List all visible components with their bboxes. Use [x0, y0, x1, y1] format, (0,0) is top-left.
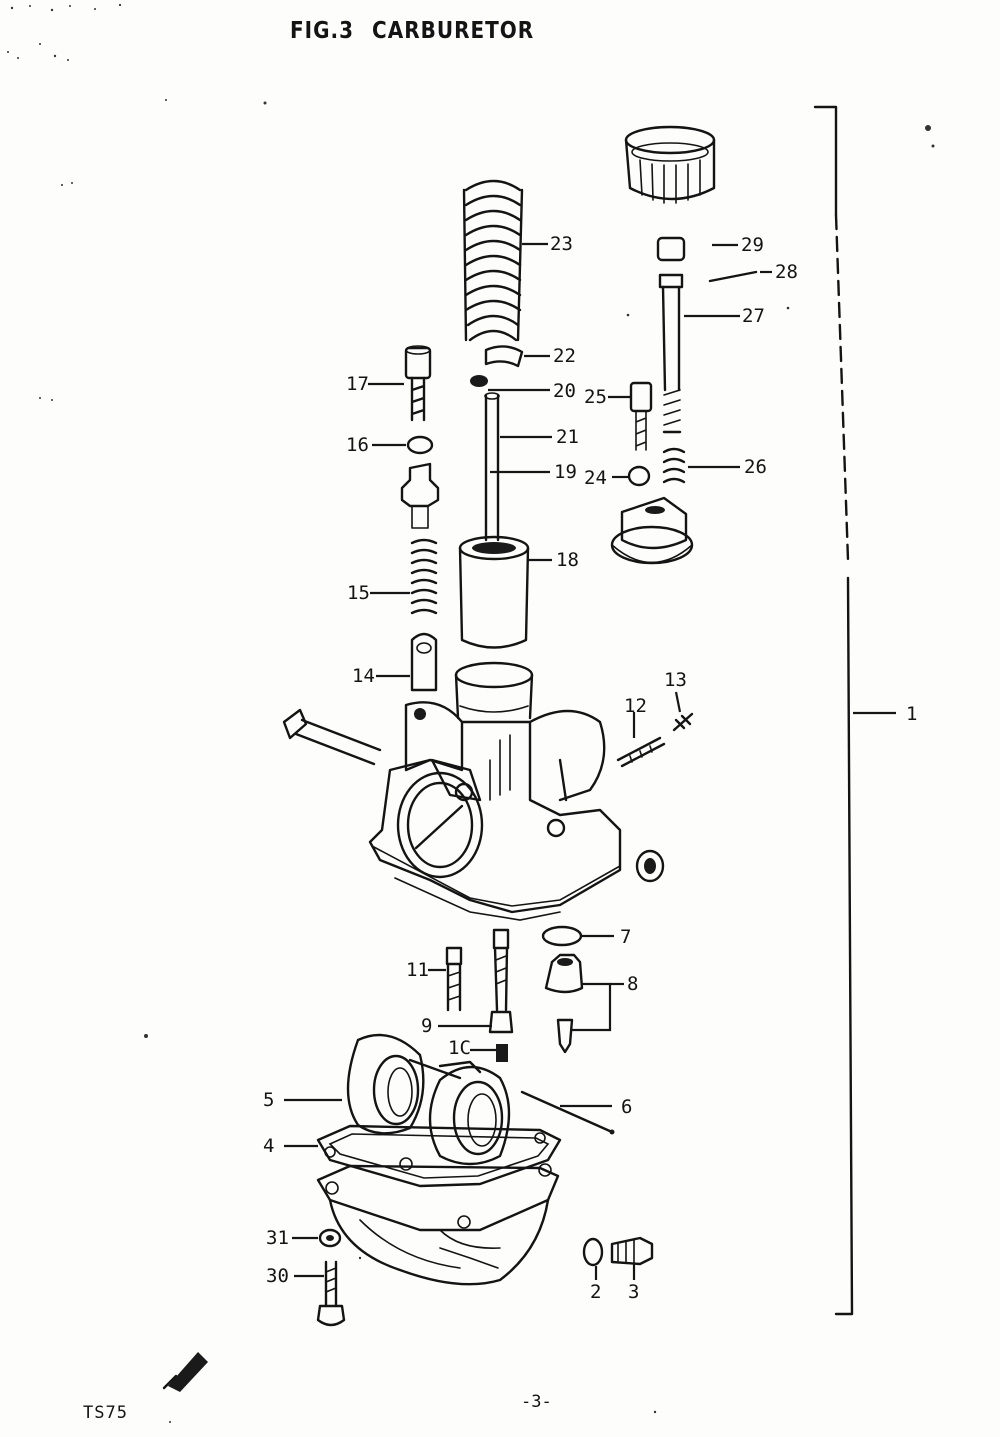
part-6-float-pin	[520, 1090, 615, 1135]
part-26-spring	[662, 447, 686, 484]
figure-title: FIG.3 CARBURETOR	[290, 16, 552, 44]
figure-number: FIG.3	[290, 16, 355, 44]
part-8-needle-valve-seat	[544, 953, 584, 1054]
part-15-starter-spring	[410, 538, 438, 615]
part-28-pin	[708, 270, 758, 283]
part-23-throttle-spring	[462, 179, 524, 342]
part-24-washer	[627, 465, 651, 487]
callout-19: 19	[554, 461, 577, 483]
page-number: -3-	[521, 1392, 552, 1412]
callout-3: 3	[628, 1281, 639, 1303]
part-14-starter-plunger	[410, 632, 438, 692]
callout-24: 24	[584, 467, 607, 489]
callout-21: 21	[556, 426, 579, 448]
part-2-gasket	[582, 1237, 604, 1267]
assembly-bracket	[813, 105, 896, 1316]
callout-18: 18	[556, 549, 579, 571]
callout-labels: 1 2 3 4 5 6 7 8 9 1C 11 12 13 14 15 16 1…	[263, 233, 917, 1303]
scan-speckle	[7, 3, 935, 1423]
callout-30: 30	[266, 1265, 289, 1287]
callout-12: 12	[624, 695, 647, 717]
callout-29: 29	[741, 234, 764, 256]
mixing-chamber-top	[610, 496, 694, 565]
callout-9: 9	[421, 1015, 432, 1037]
model-code: TS75	[83, 1403, 128, 1423]
callout-2: 2	[590, 1281, 601, 1303]
part-12-pilot-screw	[616, 736, 666, 768]
callout-28: 28	[775, 261, 798, 283]
part-31-washer	[318, 1228, 342, 1248]
part-17-cap-screw	[404, 345, 432, 422]
part-3-drain-plug	[610, 1236, 654, 1266]
callout-5: 5	[263, 1089, 274, 1111]
part-22-needle-clip	[484, 345, 524, 368]
part-27-cable-adjuster	[658, 273, 684, 434]
part-21-19-jet-needle	[484, 392, 500, 542]
callout-8: 8	[627, 973, 638, 995]
callout-17: 17	[346, 373, 369, 395]
part-18-throttle-valve	[458, 535, 530, 649]
callout-23: 23	[550, 233, 573, 255]
callout-20: 20	[553, 380, 576, 402]
callout-14: 14	[352, 665, 375, 687]
part-20-needle-retainer	[470, 375, 488, 387]
callout-27: 27	[742, 305, 765, 327]
figure-name: CARBURETOR	[372, 16, 535, 44]
front-direction-arrow-icon	[162, 1352, 208, 1392]
carburetor-main-body	[282, 661, 622, 921]
leader-lines	[284, 242, 772, 1280]
part-11-pilot-jet	[445, 946, 463, 1012]
float-bowl	[316, 1157, 560, 1286]
part-7-o-ring	[541, 925, 583, 947]
callout-25: 25	[584, 386, 607, 408]
callout-31: 31	[266, 1227, 289, 1249]
part-29-cap	[656, 236, 686, 262]
callout-16: 16	[346, 434, 369, 456]
callout-4: 4	[263, 1135, 274, 1157]
part-5-float	[346, 1033, 511, 1166]
callout-15: 15	[347, 582, 370, 604]
part-13-spring	[672, 712, 694, 732]
part-16-washer	[406, 435, 434, 455]
part-25-screw	[629, 381, 653, 451]
pilot-jet-cap	[635, 849, 665, 883]
part-30-screw	[316, 1260, 346, 1327]
callout-11: 11	[406, 959, 429, 981]
top-cap-part	[624, 125, 716, 204]
callout-22: 22	[553, 345, 576, 367]
callout-13: 13	[664, 669, 687, 691]
callout-26: 26	[744, 456, 767, 478]
callout-10: 1C	[448, 1037, 471, 1059]
starter-plunger-nut	[400, 462, 440, 529]
callout-1: 1	[906, 703, 917, 725]
part-9-needle-jet	[488, 928, 514, 1034]
callout-7: 7	[620, 926, 631, 948]
callout-6: 6	[621, 1096, 632, 1118]
part-4-float-bowl-gasket	[316, 1124, 562, 1188]
part-10-main-jet	[496, 1044, 508, 1062]
